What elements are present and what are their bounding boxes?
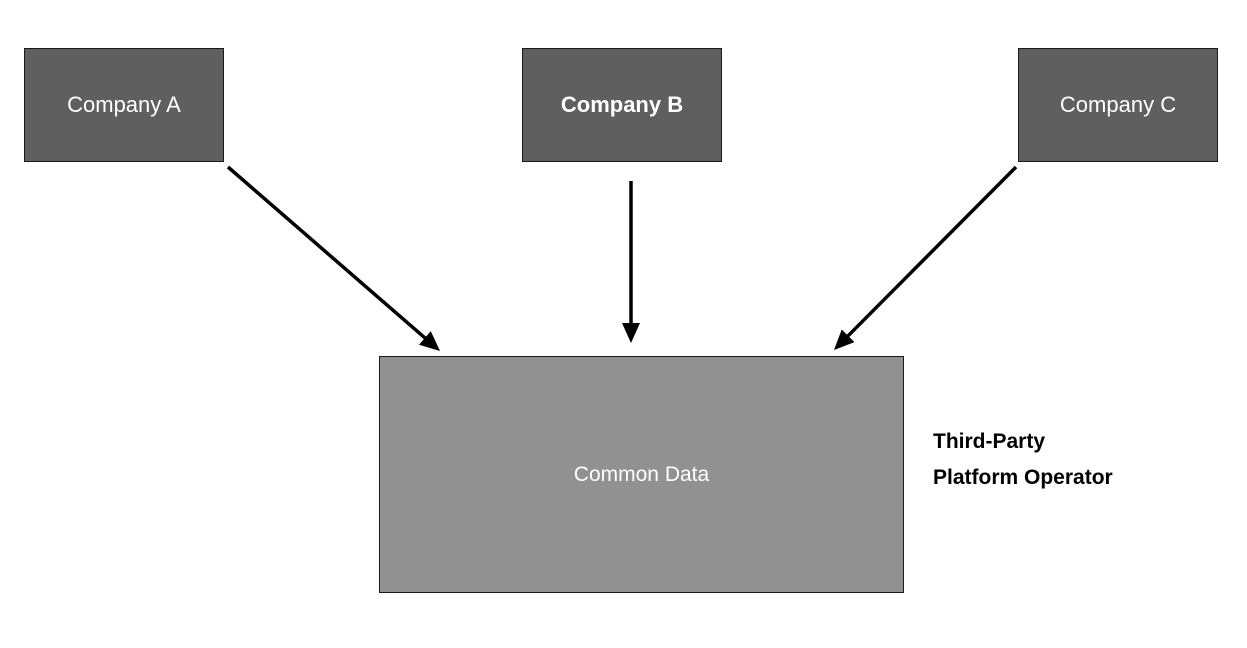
company-c-box: Company C [1018,48,1218,162]
arrowhead-company-c [834,329,855,350]
operator-label: Third-Party Platform Operator [933,424,1113,496]
operator-label-line2: Platform Operator [933,466,1113,489]
arrow-company-c-to-common-data [842,165,1018,342]
operator-label-line1: Third-Party [933,430,1046,453]
company-c-label: Company C [1059,92,1177,117]
arrowhead-company-b [622,323,640,343]
common-data-box: Common Data [379,356,904,593]
company-b-box: Company B [522,48,722,162]
edge-group [226,165,1018,351]
company-a-label: Company A [67,92,181,117]
arrowhead-company-a [418,331,440,351]
common-data-label: Common Data [573,462,710,486]
arrow-company-a-to-common-data [226,165,431,344]
company-a-box: Company A [24,48,224,162]
company-b-label: Company B [560,92,684,117]
